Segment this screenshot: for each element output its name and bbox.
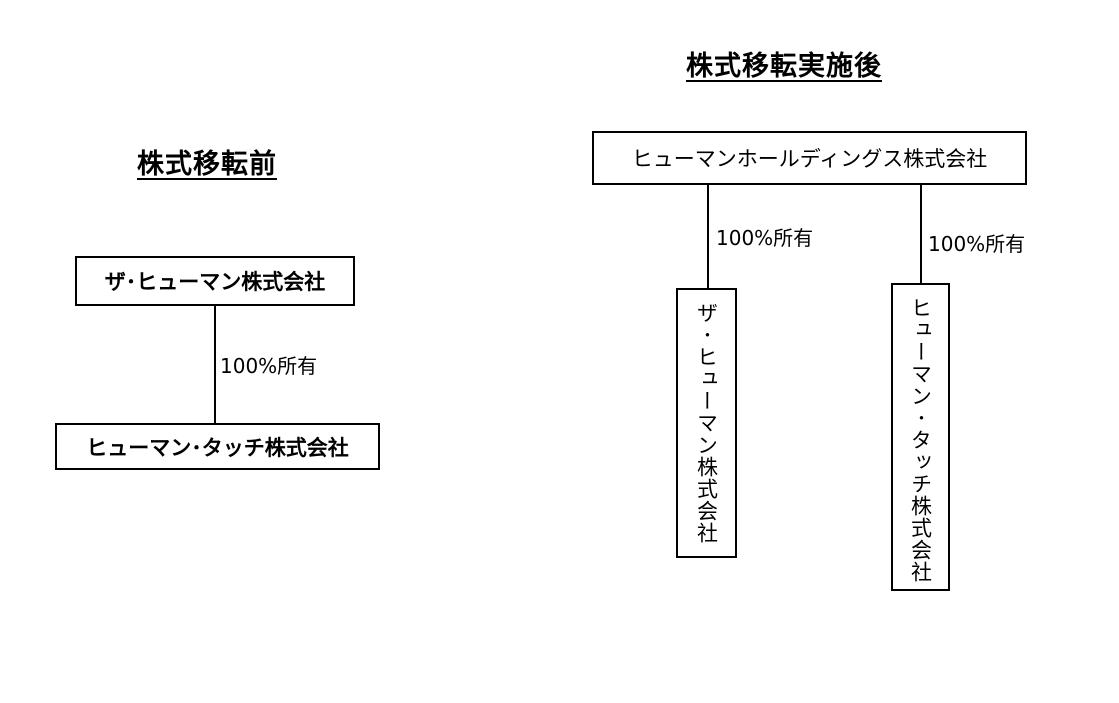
before-title: 株式移転前	[137, 149, 277, 180]
after-holding-company-box: ヒューマンホールディングス株式会社	[592, 131, 1027, 185]
after-left-ownership-label: 100%所有	[716, 226, 814, 250]
after-right-ownership-line	[920, 185, 922, 283]
after-right-child-company-box: ヒューマン･タッチ株式会社	[891, 283, 950, 591]
before-ownership-label: 100%所有	[220, 354, 318, 378]
after-left-ownership-line	[707, 185, 709, 288]
after-left-child-company-box: ザ･ヒューマン株式会社	[676, 288, 737, 558]
after-title: 株式移転実施後	[686, 51, 882, 82]
after-right-ownership-label: 100%所有	[928, 232, 1026, 256]
before-ownership-line	[214, 306, 216, 424]
before-parent-company-box: ザ･ヒューマン株式会社	[75, 256, 355, 306]
before-child-company-box: ヒューマン･タッチ株式会社	[55, 423, 380, 470]
